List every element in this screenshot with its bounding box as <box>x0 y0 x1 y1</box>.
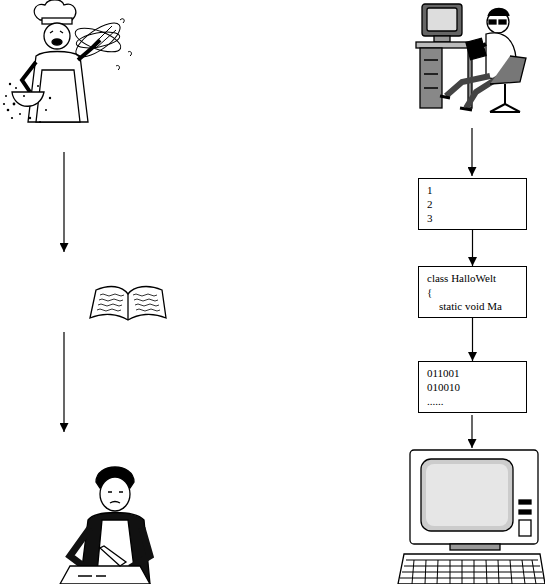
flow-arrows <box>64 128 472 448</box>
box-text-line: 1 <box>427 183 518 197</box>
box-text-line: ...... <box>427 394 518 408</box>
step-list-box: 123 <box>418 178 527 230</box>
box-text-line: static void Ma <box>427 299 518 313</box>
machine-code-box: 011001010010...... <box>418 361 527 413</box>
recipe-book-illustration <box>90 287 166 320</box>
box-text-line: { <box>427 285 518 299</box>
box-text-line: 2 <box>427 197 518 211</box>
chef-illustration <box>3 0 132 123</box>
box-text-line: 011001 <box>427 366 518 380</box>
flow-arrow <box>471 415 472 448</box>
computer-illustration <box>398 450 545 584</box>
flow-arrow <box>63 152 64 252</box>
box-text-line: class HalloWelt <box>427 271 518 285</box>
box-text-line: 3 <box>427 211 518 225</box>
source-code-box: class HalloWelt{static void Ma <box>418 266 527 318</box>
flow-arrow <box>472 318 473 361</box>
flow-arrow <box>63 332 64 432</box>
flow-arrow <box>472 230 473 266</box>
cook-illustration <box>60 467 150 584</box>
flow-arrow <box>471 128 472 176</box>
programmer-illustration <box>416 4 526 112</box>
box-text-line: 010010 <box>427 380 518 394</box>
